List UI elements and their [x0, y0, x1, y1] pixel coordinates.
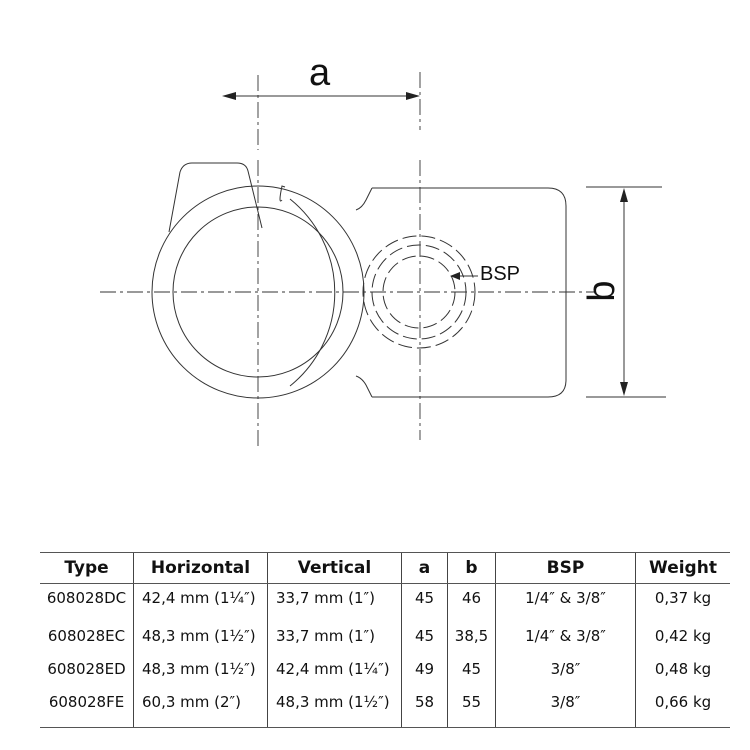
- bsp-threaded-hole: [362, 235, 476, 349]
- header-weight: Weight: [635, 552, 730, 584]
- table-empty-row: [40, 726, 730, 728]
- table-row: 608028EC 48,3 mm (1½″) 33,7 mm (1″) 45 3…: [40, 626, 730, 661]
- dimension-b-label: b: [581, 280, 623, 302]
- cell-vertical: 48,3 mm (1½″): [267, 693, 402, 727]
- empty-cell: [635, 726, 730, 728]
- cell-vertical: 33,7 mm (1″): [267, 626, 402, 661]
- bsp-callout-arrow: [450, 272, 478, 280]
- cell-horizontal: 60,3 mm (2″): [133, 693, 268, 727]
- technical-drawing: [100, 72, 666, 450]
- cell-weight: 0,66 kg: [635, 693, 730, 727]
- header-a: a: [401, 552, 448, 584]
- empty-cell: [133, 726, 268, 728]
- cell-type: 608028FE: [48, 693, 125, 712]
- cell-a: 45: [401, 583, 448, 627]
- dimension-b-line: [586, 186, 666, 398]
- table-row: 608028DC 42,4 mm (1¼″) 33,7 mm (1″) 45 4…: [40, 583, 730, 627]
- tube-clamp-outline: [151, 162, 567, 399]
- empty-cell: [40, 726, 134, 728]
- cell-bsp: 3/8″: [495, 660, 636, 694]
- empty-cell: [401, 726, 448, 728]
- cell-horizontal: 48,3 mm (1½″): [133, 626, 268, 661]
- cell-a: 45: [401, 626, 448, 661]
- empty-cell: [495, 726, 636, 728]
- cell-type: 608028ED: [47, 660, 126, 679]
- cell-b: 38,5: [447, 626, 496, 661]
- centerlines: [100, 72, 595, 450]
- header-b: b: [447, 552, 496, 584]
- specifications-table: Type Horizontal Vertical a b BSP Weight …: [40, 552, 730, 728]
- cell-a: 58: [401, 693, 448, 727]
- cell-bsp: 1/4″ & 3/8″: [495, 626, 636, 661]
- table-row: 608028FE 60,3 mm (2″) 48,3 mm (1½″) 58 5…: [40, 693, 730, 727]
- bsp-callout-label: BSP: [480, 263, 521, 285]
- cell-type: 608028DC: [46, 589, 127, 607]
- cell-a: 49: [401, 660, 448, 694]
- cell-weight: 0,48 kg: [635, 660, 730, 694]
- cell-bsp: 1/4″ & 3/8″: [495, 583, 636, 627]
- header-horizontal: Horizontal: [133, 552, 268, 584]
- cell-vertical: 42,4 mm (1¼″): [267, 660, 402, 694]
- cell-vertical: 33,7 mm (1″): [267, 583, 402, 627]
- cell-b: 46: [447, 583, 496, 627]
- cell-weight: 0,37 kg: [635, 583, 730, 627]
- cell-weight: 0,42 kg: [635, 626, 730, 661]
- header-bsp: BSP: [495, 552, 636, 584]
- cell-bsp: 3/8″: [495, 693, 636, 727]
- header-type: Type: [40, 552, 134, 584]
- cell-horizontal: 42,4 mm (1¼″): [133, 583, 268, 627]
- cell-b: 45: [447, 660, 496, 694]
- cell-horizontal: 48,3 mm (1½″): [133, 660, 268, 694]
- header-vertical: Vertical: [267, 552, 402, 584]
- dimension-a-label: a: [309, 52, 331, 94]
- cell-b: 55: [447, 693, 496, 727]
- empty-cell: [267, 726, 402, 728]
- table-header-row: Type Horizontal Vertical a b BSP Weight: [40, 552, 730, 584]
- dimension-a-line: [222, 92, 420, 100]
- table-row: 608028ED 48,3 mm (1½″) 42,4 mm (1¼″) 49 …: [40, 660, 730, 694]
- cell-type: 608028EC: [47, 626, 126, 645]
- empty-cell: [447, 726, 496, 728]
